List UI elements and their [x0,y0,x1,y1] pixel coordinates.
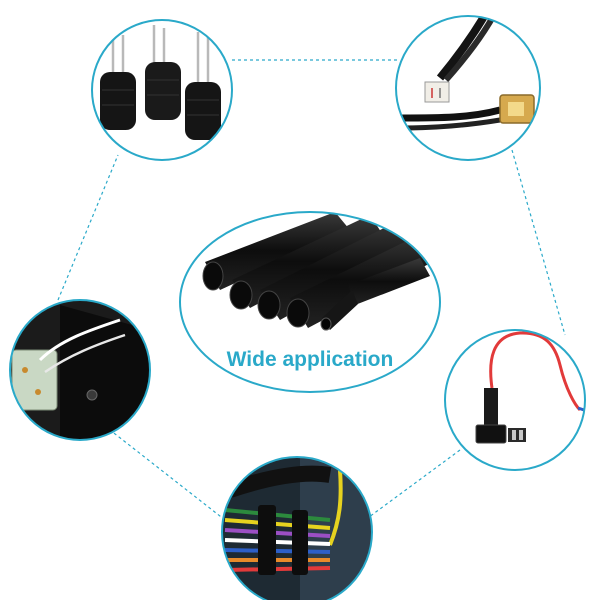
dashed-connector-lines [57,59,566,521]
add-a-fuse-tap-photo [444,329,586,471]
heat-shrink-tube-1 [202,212,350,291]
colored-wire-bundle-photo [221,456,373,600]
circuit-board-wiring-photo [9,299,151,441]
inductor-coils-photo [91,19,233,161]
heat-shrink-tubes-photo [179,211,441,393]
wire-connector-harness-photo [395,15,541,161]
wide-application-label: Wide application [226,348,394,371]
heat-shrink-tube-2 [229,215,385,310]
heat-shrink-tube-5 [320,258,430,331]
